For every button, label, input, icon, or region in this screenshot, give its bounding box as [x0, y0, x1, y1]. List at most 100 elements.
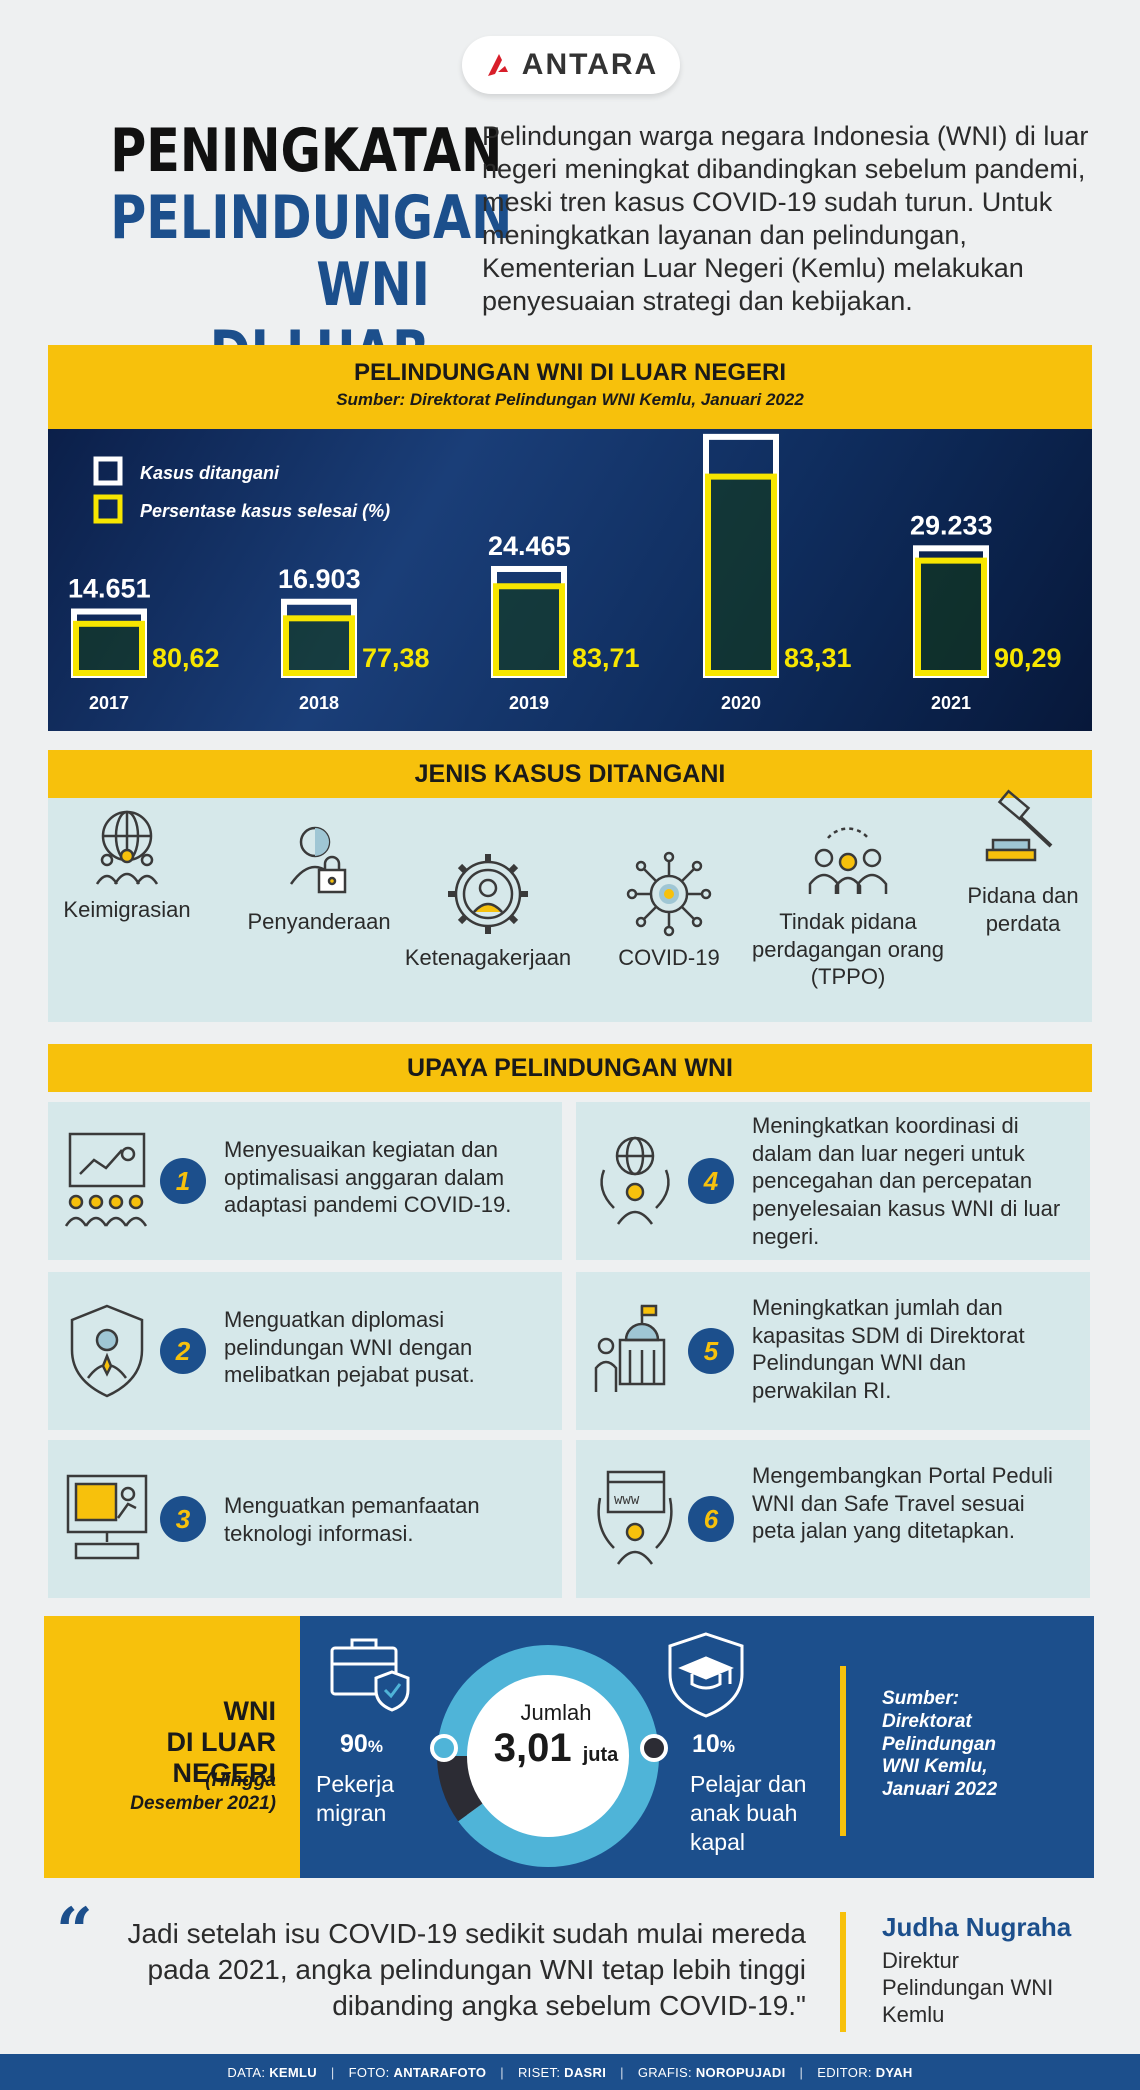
upaya-card-3: 3 Menguatkan pemanfaatan teknologi infor…	[48, 1440, 562, 1598]
bar-percent-2019	[493, 583, 565, 676]
label-cases-2018: 16.903	[278, 564, 361, 594]
title-line-1: PENINGKATAN	[110, 116, 503, 186]
wni-label-panel	[44, 1616, 304, 1878]
student-label-line-1: Pelajar dan	[690, 1771, 807, 1797]
upaya-number: 6	[688, 1496, 734, 1542]
case-label: Penyanderaan	[247, 909, 391, 934]
student-percent-value: 10	[692, 1730, 720, 1758]
upaya-card-4: 4 Meningkatkan koordinasi di dalam dan l…	[576, 1102, 1090, 1260]
tick-label-2020: 2020	[721, 693, 761, 713]
legend-label-cases: Kasus ditangani	[140, 463, 280, 483]
bar-percent-2018	[283, 615, 355, 677]
upaya-text: Meningkatkan koordinasi di dalam dan lua…	[752, 1113, 1061, 1249]
role-line-1: Direktur	[882, 1948, 960, 1973]
hostage-lock-icon	[289, 826, 347, 894]
student-label-line-2: anak buah	[690, 1799, 798, 1826]
upaya-number: 4	[688, 1158, 734, 1204]
label-cases-2021: 29.233	[910, 510, 993, 540]
building-staff-icon	[594, 1304, 666, 1392]
upaya-number: 2	[160, 1328, 206, 1374]
legend-swatch-percent	[93, 494, 123, 524]
chart-marks: 14.65180,62201716.90377,38201824.46583,7…	[68, 433, 1062, 713]
gavel-icon	[985, 789, 1053, 862]
svg-text:www: www	[614, 1492, 640, 1508]
upaya-card-2: 2 Menguatkan diplomasi pelindungan WNI d…	[48, 1272, 562, 1430]
upaya-text: Meningkatkan jumlah dan kapasitas SDM di…	[752, 1295, 1025, 1404]
wni-sub-line-2: Desember 2021)	[130, 1792, 276, 1814]
source-line-5: Januari 2022	[882, 1779, 998, 1801]
credit-foto: FOTO: ANTARAFOTO	[348, 2064, 487, 2080]
credit-editor: EDITOR: DYAH	[817, 2064, 913, 2080]
donut-slice-student	[437, 1755, 483, 1822]
source-line-1: Sumber:	[882, 1688, 960, 1709]
source-line-3: Pelindungan	[882, 1733, 996, 1755]
total-number: 3,01	[493, 1726, 572, 1770]
tick-label-2019: 2019	[509, 693, 549, 713]
bar-percent-2021	[915, 557, 987, 676]
case-item-penyanderaan: Penyanderaan	[224, 818, 414, 936]
title-line-2: PELINDUNGAN WNI	[110, 183, 513, 321]
graduation-shield-icon	[668, 1632, 744, 1718]
upaya-number: 3	[160, 1496, 206, 1542]
cases-header: JENIS KASUS DITANGANI	[48, 750, 1092, 798]
label-percent-2018: 77,38	[362, 643, 430, 673]
cases-panel: Keimigrasian Penyanderaan Ketenagakerjaa…	[48, 789, 1092, 1022]
quote-text: Jadi setelah isu COVID-19 sedikit sudah …	[92, 1916, 806, 2023]
migrant-label-line-1: Pekerja	[316, 1771, 394, 1797]
case-item-tppo: Tindak pidana perdagangan orang (TPPO)	[748, 818, 948, 991]
chart-area: Kasus ditangani Persentase kasus selesai…	[48, 429, 1092, 731]
quote-line-2: pada 2021, angka pelindungan WNI tetap l…	[147, 1953, 807, 1985]
label-cases-2017: 14.651	[68, 574, 151, 604]
legend-label-percent: Persentase kasus selesai (%)	[140, 501, 390, 521]
quote-mark-icon: “	[56, 1894, 93, 1969]
tick-label-2018: 2018	[299, 693, 339, 713]
upaya-number: 1	[160, 1158, 206, 1204]
student-percent-sign: %	[719, 1737, 735, 1756]
chart-subtitle: Sumber: Direktorat Pelindungan WNI Kemlu…	[336, 390, 804, 409]
donut-center-label: Jumlah 3,01 juta	[466, 1700, 646, 1771]
bar-percent-2020	[705, 473, 777, 676]
chart-header: PELINDUNGAN WNI DI LUAR NEGERI Sumber: D…	[48, 345, 1092, 429]
population-donut	[430, 1645, 668, 1867]
credits-footer: DATA: KEMLU | FOTO: ANTARAFOTO | RISET: …	[0, 2054, 1140, 2090]
label-percent-2020: 83,31	[784, 643, 852, 673]
donut-center-disc	[448, 1656, 648, 1856]
upaya-card-1: 1 Menyesuaikan kegiatan dan optimalisasi…	[48, 1102, 562, 1260]
case-label: Ketenagakerjaan	[404, 945, 572, 970]
wni-sub-line-1: (Hingga	[205, 1770, 276, 1791]
wni-title-line-1: WNI	[223, 1696, 276, 1726]
case-label: Keimigrasian	[63, 897, 191, 922]
upaya-text: Menguatkan pemanfaatan teknologi informa…	[224, 1493, 480, 1546]
upaya-text: Menguatkan diplomasi pelindungan WNI den…	[224, 1307, 475, 1388]
total-label: Jumlah	[520, 1700, 592, 1725]
case-label: Pidana dan perdata	[967, 883, 1079, 936]
trafficking-people-icon	[808, 827, 888, 894]
case-label: Tindak pidana perdagangan orang (TPPO)	[751, 909, 945, 989]
migrant-percent-sign: %	[367, 1737, 383, 1756]
globe-coordination-icon	[600, 1136, 670, 1225]
role-line-3: Kemlu	[882, 2001, 945, 2027]
web-portal-icon: www	[597, 1470, 673, 1565]
chart-title: PELINDUNGAN WNI DI LUAR NEGERI	[354, 359, 786, 386]
migrant-percent-value: 90	[340, 1730, 368, 1758]
source-divider	[840, 1666, 846, 1836]
wni-title-line-2: DI LUAR NEGERI	[166, 1727, 277, 1789]
logo-text: ANTARA	[521, 48, 659, 81]
upaya-header: UPAYA PELINDUNGAN WNI	[48, 1044, 1092, 1092]
migrant-label: Pekerja migran	[316, 1770, 394, 1828]
chart-svg: Kasus ditangani Persentase kasus selesai…	[68, 433, 1062, 713]
migrant-label-line-2: migran	[316, 1799, 387, 1826]
tick-label-2021: 2021	[931, 693, 971, 713]
presentation-icon	[64, 1132, 148, 1227]
bar-percent-2017	[73, 620, 145, 676]
case-label: COVID-19	[618, 945, 720, 970]
upaya-text: Mengembangkan Portal Peduli WNI dan Safe…	[752, 1463, 1053, 1544]
case-item-pidana: Pidana dan perdata	[958, 788, 1088, 937]
briefcase-shield-icon	[330, 1638, 410, 1712]
total-value: 3,01 juta	[466, 1726, 646, 1771]
antara-mark-icon	[487, 54, 508, 76]
label-percent-2017: 80,62	[152, 643, 220, 673]
quote-line-3: dibanding angka sebelum COVID-19."	[332, 1989, 806, 2021]
label-percent-2019: 83,71	[572, 643, 640, 673]
wni-subtitle: (Hingga Desember 2021)	[60, 1770, 276, 1816]
